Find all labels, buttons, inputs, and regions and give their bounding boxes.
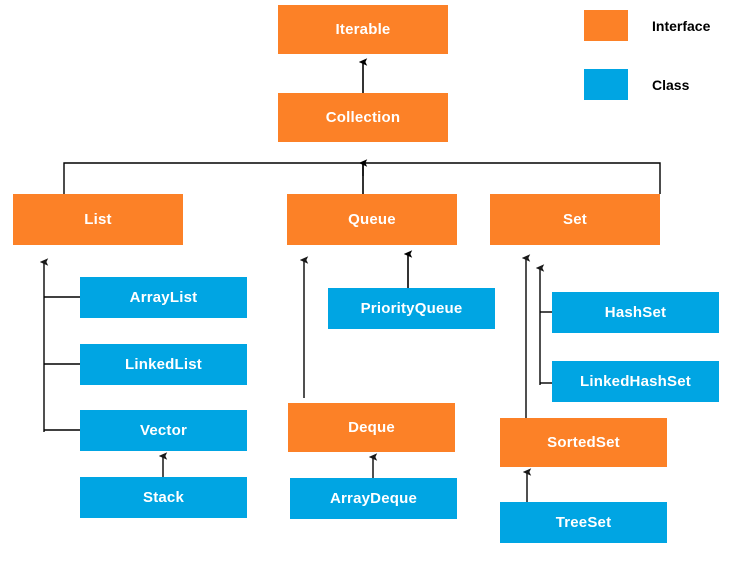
node-arraylist[interactable]: ArrayList — [80, 277, 247, 318]
node-label: Stack — [142, 489, 185, 506]
legend-swatch-iface — [584, 10, 628, 41]
node-label: ArrayDeque — [329, 490, 418, 507]
node-label: HashSet — [604, 304, 667, 321]
edge-bus-horizontal-collection — [63, 162, 661, 194]
node-deque[interactable]: Deque — [288, 403, 455, 452]
node-label: List — [84, 211, 112, 228]
node-label: PriorityQueue — [360, 300, 463, 317]
node-arraydeque[interactable]: ArrayDeque — [290, 478, 457, 519]
node-label: SortedSet — [547, 434, 620, 451]
node-linkedlist[interactable]: LinkedList — [80, 344, 247, 385]
node-label: Collection — [325, 109, 401, 126]
node-set[interactable]: Set — [490, 194, 660, 245]
node-label: ArrayList — [129, 289, 198, 306]
legend-item-iface: Interface — [584, 10, 710, 41]
legend-label: Class — [652, 76, 690, 93]
node-label: TreeSet — [555, 514, 612, 531]
node-collection[interactable]: Collection — [278, 93, 448, 142]
node-stack[interactable]: Stack — [80, 477, 247, 518]
node-iterable[interactable]: Iterable — [278, 5, 448, 54]
node-label: LinkedList — [124, 356, 202, 373]
node-vector[interactable]: Vector — [80, 410, 247, 451]
node-treeset[interactable]: TreeSet — [500, 502, 667, 543]
node-linkedhashset[interactable]: LinkedHashSet — [552, 361, 719, 402]
node-priorityqueue[interactable]: PriorityQueue — [328, 288, 495, 329]
node-label: LinkedHashSet — [580, 373, 691, 390]
legend-label: Interface — [652, 17, 711, 34]
node-label: Iterable — [335, 21, 391, 38]
legend-item-cls: Class — [584, 69, 689, 100]
node-label: Set — [563, 211, 587, 228]
node-list[interactable]: List — [13, 194, 183, 245]
node-hashset[interactable]: HashSet — [552, 292, 719, 333]
node-queue[interactable]: Queue — [287, 194, 457, 245]
node-label: Vector — [139, 422, 188, 439]
node-label: Deque — [348, 419, 395, 436]
node-label: Queue — [348, 211, 396, 228]
legend-swatch-cls — [584, 69, 628, 100]
node-sortedset[interactable]: SortedSet — [500, 418, 667, 467]
